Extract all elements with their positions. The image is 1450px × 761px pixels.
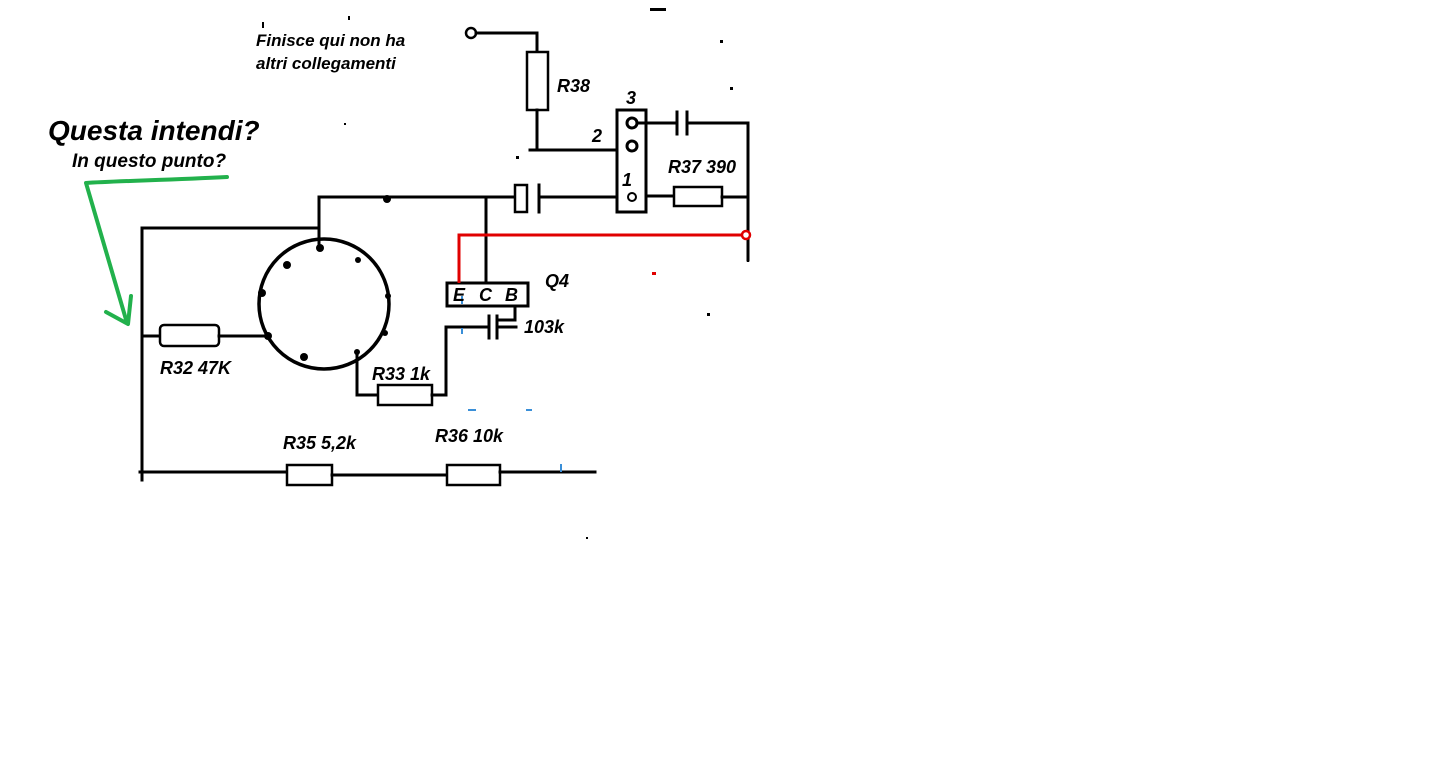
label-r35: R35 5,2k	[283, 433, 357, 453]
label-cap-103k: 103k	[524, 317, 565, 337]
r33-branch	[355, 325, 463, 407]
label-pin-b: B	[505, 285, 518, 305]
resistor-r32	[158, 323, 221, 348]
left-rail	[138, 195, 597, 487]
r38-branch	[464, 26, 619, 152]
resistor-r37	[672, 185, 724, 208]
highlight-wire	[457, 229, 752, 283]
question-title: Questa intendi?	[48, 115, 260, 146]
r37-branch	[644, 185, 750, 208]
question-subtitle: In questo punto?	[72, 151, 226, 172]
resistor-r38	[525, 50, 550, 112]
connector-block	[615, 108, 648, 214]
resistor-r35	[285, 463, 334, 487]
label-r36: R36 10k	[435, 426, 504, 446]
label-pin-2: 2	[591, 126, 602, 146]
label-q4: Q4	[545, 271, 569, 291]
label-pin-c: C	[479, 285, 493, 305]
r32-branch	[140, 323, 267, 348]
connector-pin-1	[627, 192, 637, 202]
note-line-1: Finisce qui non ha	[256, 31, 405, 50]
label-pin-1: 1	[622, 170, 632, 190]
note-line-2: altri collegamenti	[256, 54, 397, 73]
label-r38: R38	[557, 76, 590, 96]
tube-socket-ring	[257, 237, 391, 371]
label-pin-e: E	[453, 285, 466, 305]
resistor-r33	[376, 383, 434, 407]
stray-marks	[262, 8, 749, 539]
green-arrow-pointer	[84, 175, 229, 326]
capacitor-103k	[459, 314, 518, 340]
label-pin-3: 3	[626, 88, 636, 108]
label-r37: R37 390	[668, 157, 736, 177]
label-r32: R32 47K	[160, 358, 233, 378]
transistor-q4	[445, 195, 530, 322]
resistor-r36	[445, 463, 502, 487]
blue-markers	[461, 296, 562, 472]
connector-pin-2	[625, 139, 639, 153]
capacitor-main	[317, 183, 619, 214]
label-r33: R33 1k	[372, 364, 431, 384]
capacitor-top	[635, 110, 750, 262]
